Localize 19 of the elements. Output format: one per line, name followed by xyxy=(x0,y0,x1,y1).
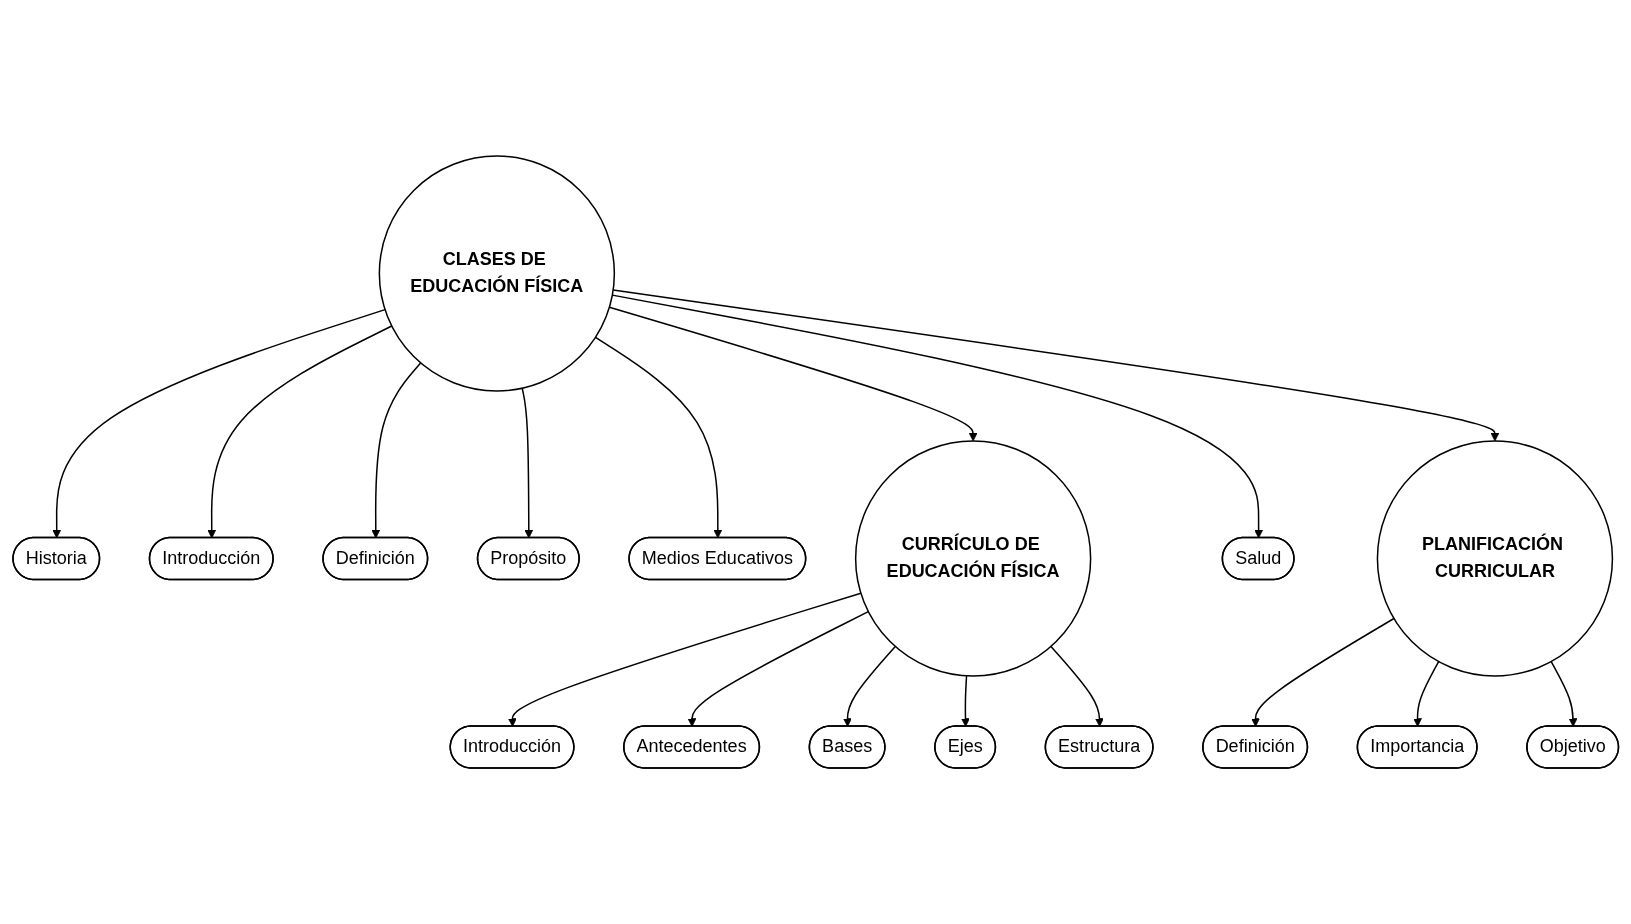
arrow xyxy=(507,592,862,727)
arrow xyxy=(687,610,869,727)
arrow xyxy=(1412,660,1440,727)
arrow xyxy=(1050,645,1104,727)
arrow xyxy=(611,294,1263,539)
node-circle: CLASES DE EDUCACIÓN FÍSICA xyxy=(378,155,615,392)
arrow xyxy=(612,289,1500,442)
node-circle: CURRÍCULO DE EDUCACIÓN FÍSICA xyxy=(854,440,1092,677)
arrow xyxy=(521,387,533,539)
arrow xyxy=(52,308,386,539)
arrow xyxy=(207,325,393,539)
arrow xyxy=(960,675,970,727)
arrow xyxy=(1250,617,1395,727)
arrow xyxy=(371,362,422,539)
node-circle: PLANIFICACIÓN CURRICULAR xyxy=(1376,440,1613,677)
arrow xyxy=(608,306,978,442)
arrow xyxy=(1550,660,1578,727)
arrow xyxy=(842,645,896,727)
arrow xyxy=(594,336,722,539)
